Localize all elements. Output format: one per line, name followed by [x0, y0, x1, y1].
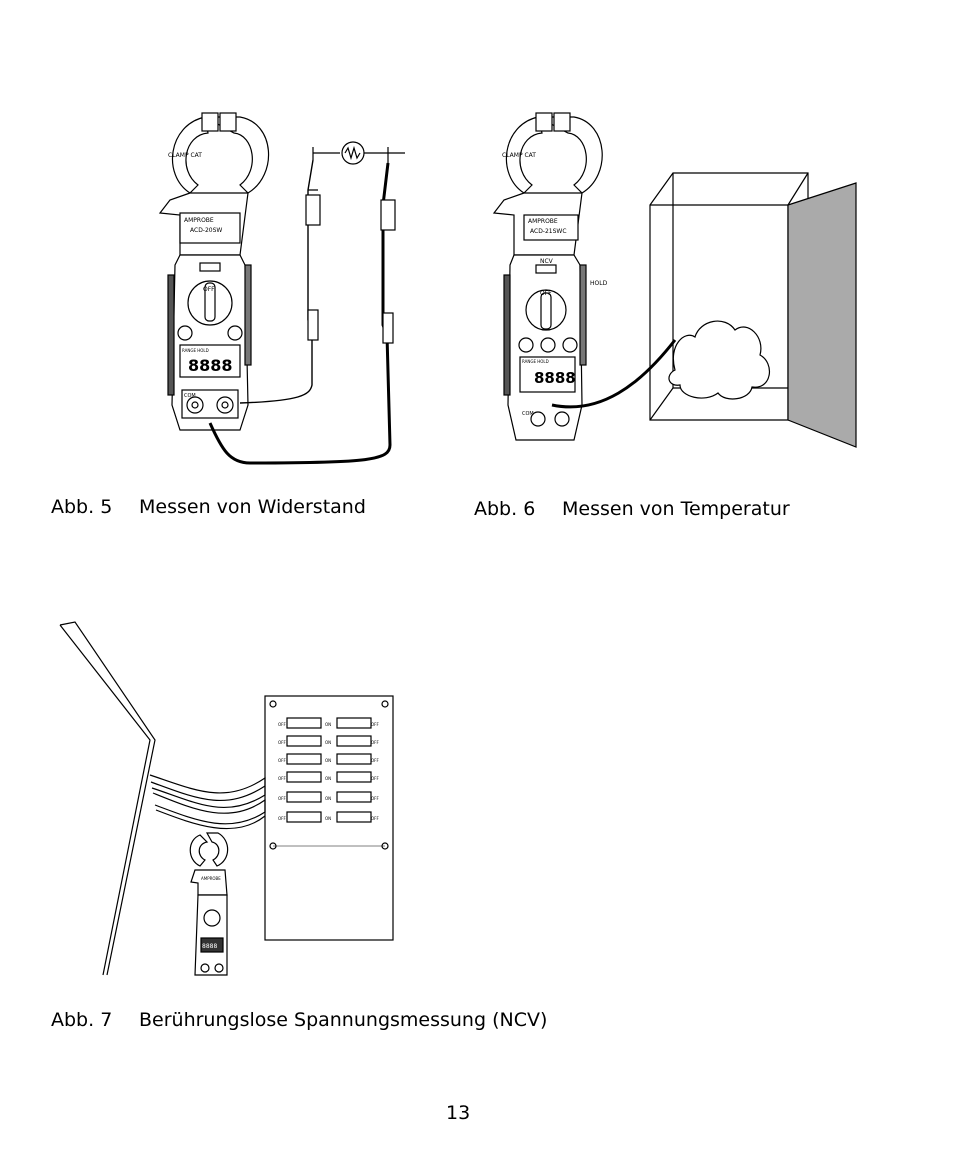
fig6-hold-label: HOLD — [590, 280, 608, 287]
fig7-off-label-2: OFF — [371, 722, 379, 727]
fig7-off-label-1: OFF — [278, 722, 286, 727]
fig6-clamp-label: CLAMP CAT — [502, 152, 536, 159]
page-number: 13 — [446, 1102, 471, 1124]
fig7-on-label-5: ON — [325, 796, 331, 801]
fig6-brand: AMPROBE — [528, 218, 558, 225]
fig7-off-label-3: OFF — [278, 740, 286, 745]
fig6-range-hold: RANGE HOLD — [522, 359, 549, 364]
figure-5-resistance: AMPROBE ACD-20SW CLAMP CAT OFF RANGE HOL… — [158, 112, 405, 465]
caption-abb-7: Abb. 7 Berührungslose Spannungsmessung (N… — [51, 1009, 547, 1031]
fig7-lcd-digits: 8888 — [202, 943, 217, 950]
fig7-on-label-2: ON — [325, 740, 331, 745]
caption-abb-6: Abb. 6 Messen von Temperatur — [474, 498, 790, 520]
fig6-model: ACD-21SWC — [530, 228, 567, 235]
fig5-range-hold: RANGE HOLD — [182, 348, 209, 353]
fig7-off-label-4: OFF — [371, 740, 379, 745]
fig6-com-label: COM — [522, 411, 534, 417]
fig7-off-label-7: OFF — [278, 776, 286, 781]
fig7-off-label-11: OFF — [278, 816, 286, 821]
fig7-on-label-3: ON — [325, 758, 331, 763]
fig7-off-label-12: OFF — [371, 816, 379, 821]
fig6-lcd-digits: 8888 — [534, 369, 576, 387]
caption-text: Berührungslose Spannungsmessung (NCV) — [139, 1009, 548, 1031]
fig5-clamp-label: CLAMP CAT — [168, 152, 202, 159]
fig7-off-label-9: OFF — [278, 796, 286, 801]
caption-number: Abb. 5 — [51, 496, 113, 518]
fig5-model: ACD-20SW — [190, 227, 222, 234]
fig7-brand: AMPROBE — [201, 876, 221, 881]
caption-text: Messen von Widerstand — [139, 496, 366, 518]
fig7-on-label-6: ON — [325, 816, 331, 821]
fig7-off-label-8: OFF — [371, 776, 379, 781]
fig7-off-label-5: OFF — [278, 758, 286, 763]
fig6-off-label: OFF — [540, 290, 552, 297]
fig7-off-label-10: OFF — [371, 796, 379, 801]
fig5-com-label: COM — [184, 393, 196, 399]
caption-number: Abb. 6 — [474, 498, 536, 520]
fig7-on-label-4: ON — [325, 776, 331, 781]
caption-text: Messen von Temperatur — [562, 498, 790, 520]
caption-abb-5: Abb. 5 Messen von Widerstand — [51, 496, 366, 518]
figure-7-ncv: OFF ON OFF OFF ON OFF OFF ON OFF OFF ON … — [59, 621, 394, 976]
fig5-lcd-digits: 8888 — [188, 356, 233, 375]
fig7-on-label-1: ON — [325, 722, 331, 727]
fig7-off-label-6: OFF — [371, 758, 379, 763]
figure-6-temperature: AMPROBE ACD-21SWC CLAMP CAT NCV HOLD OFF… — [492, 112, 857, 448]
caption-number: Abb. 7 — [51, 1009, 113, 1031]
fig6-ncv-label: NCV — [540, 258, 554, 265]
fig5-brand: AMPROBE — [184, 217, 214, 224]
fig5-off-label: OFF — [203, 286, 215, 293]
